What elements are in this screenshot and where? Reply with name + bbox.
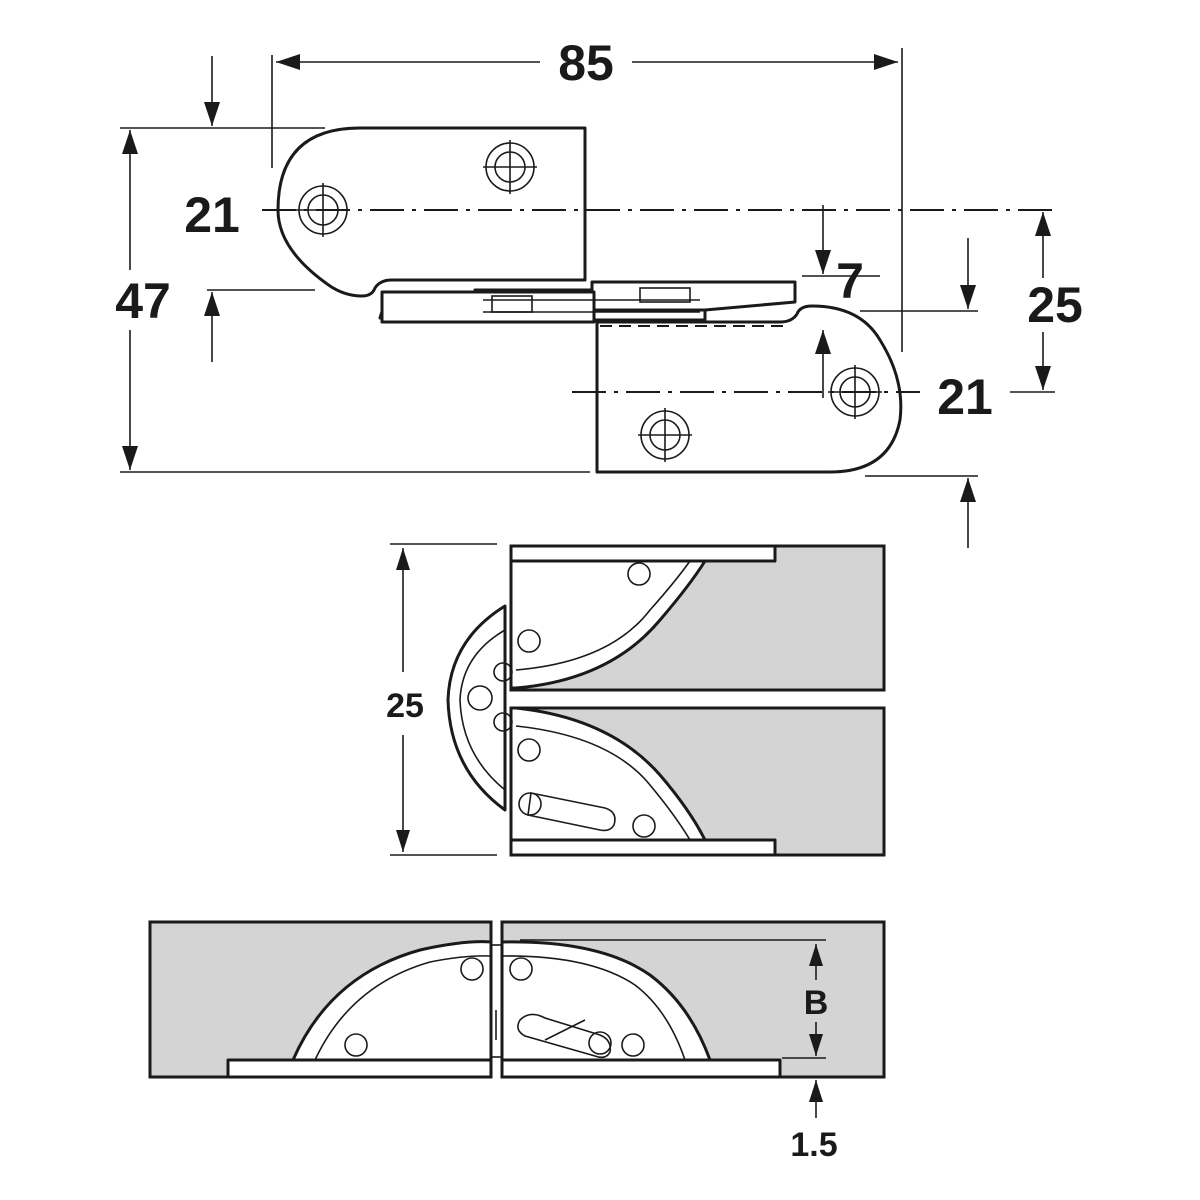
dim-overall-length: 85 — [558, 35, 614, 91]
left-hinge-body — [291, 940, 493, 1062]
dim-overall-height: 47 — [115, 273, 171, 329]
screw-hole-icon — [483, 140, 537, 194]
lower-hinge-body — [509, 706, 707, 842]
upper-hinge-body — [509, 559, 707, 690]
screw-hole-icon — [828, 365, 882, 419]
dim-hole-offset-bottom: 21 — [937, 369, 993, 425]
hinge-open-view: B 1.5 — [148, 920, 886, 1164]
dim-side-view-thickness: 25 — [386, 687, 424, 725]
hinge-folded-side-view: 25 — [386, 543, 886, 857]
screw-hole-icon — [638, 408, 692, 462]
upper-mounting-plate — [276, 126, 587, 298]
dim-hole-offset-top: 21 — [184, 187, 240, 243]
hinge-top-view: 85 47 21 7 25 21 — [115, 35, 1083, 548]
hinge-right-leaf — [590, 280, 797, 312]
dim-recess-depth: B — [804, 984, 829, 1022]
middle-knuckle — [446, 604, 507, 812]
dim-plate-gap: 7 — [836, 253, 864, 309]
hinge-left-leaf — [380, 290, 596, 324]
screw-hole-icon — [296, 183, 350, 237]
right-hinge-body — [500, 940, 712, 1062]
dim-inset: 1.5 — [790, 1126, 837, 1164]
dim-hinge-thickness: 25 — [1027, 277, 1083, 333]
